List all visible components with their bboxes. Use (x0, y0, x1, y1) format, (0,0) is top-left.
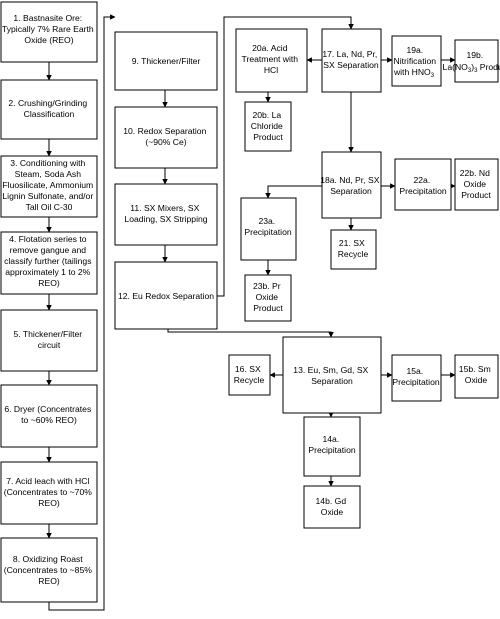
node-22b-box (454, 158, 499, 211)
node-20a-label: 20a. Acid Treatment with HCl (242, 43, 301, 75)
node-21-box (330, 229, 377, 270)
node-22a-box (394, 158, 452, 211)
node-15a-label: 15a. Precipitation (392, 366, 440, 387)
node-9-box (114, 31, 218, 91)
node-19a-box (391, 35, 442, 87)
node-15a-box (391, 354, 442, 402)
node-1-box (0, 1, 98, 63)
node-5-label: 5. Thickener/Filter circuit (13, 329, 84, 350)
node-7-box (0, 461, 98, 525)
node-3-box (0, 155, 98, 218)
node-13-label: 13. Eu, Sm, Gd, SX Separation (293, 365, 370, 386)
node-21-label: 21. SX Recycle (338, 238, 369, 259)
arrow-12-to-17 (217, 16, 354, 297)
node-1-label: 1. Bastnasite Ore: Typically 7% Rare Ear… (2, 13, 96, 45)
node-14b-label: 14b. Gd Oxide (316, 496, 349, 517)
node-22b-label: 22b. Nd Oxide Product (460, 168, 493, 200)
node-16-label: 16. SX Recycle (234, 364, 265, 385)
node-12-box (114, 261, 218, 330)
node-14b-box (303, 485, 361, 529)
node-6-box (0, 384, 98, 448)
node-2-label: 2. Crushing/Grinding Classification (8, 98, 89, 119)
node-3-label: 3. Conditioning with Steam, Soda Ash Flu… (2, 158, 95, 212)
node-23b-label: 23b. Pr Oxide Product (253, 281, 283, 313)
node-2-box (0, 79, 98, 140)
arrow-18a-to-23a (265, 185, 322, 199)
node-8-label: 8. Oxidizing Roast (Concentrates to ~85%… (4, 554, 95, 586)
process-boxes (0, 1, 499, 603)
node-8-box (0, 537, 98, 603)
node-20b-label: 20b. La Chloride Product (251, 110, 285, 142)
node-13-box (282, 336, 382, 414)
node-17-box (321, 28, 382, 93)
node-18a-label: 18a. Nd, Pr, SX Separation (320, 175, 382, 196)
node-4-label: 4. Flotation series to remove gangue and… (4, 234, 94, 288)
node-22a-label: 22a. Precipitation (399, 175, 447, 196)
node-23a-label: 23a. Precipitation (244, 216, 292, 237)
connectors (46, 14, 456, 611)
node-10-box (114, 106, 218, 169)
node-5-box (0, 309, 98, 372)
node-12-label: 12. Eu Redox Separation (118, 291, 214, 301)
node-6-label: 6. Dryer (Concentrates to ~60% REO) (4, 404, 93, 425)
node-4-box (0, 231, 98, 295)
node-15b-label: 15b. Sm Oxide (459, 364, 493, 385)
node-19b-box (454, 39, 499, 83)
node-19b-label: 19b. La(NO3)3 Product (443, 50, 500, 74)
node-7-label: 7. Acid leach with HCl (Concentrates to … (4, 476, 95, 508)
node-9-label: 9. Thickener/Filter (132, 56, 201, 66)
node-16-box (228, 354, 271, 396)
node-14a-box (303, 416, 361, 477)
node-10-label: 10. Redox Separation (~90% Ce) (123, 126, 209, 147)
node-11-box (114, 183, 218, 246)
node-23b-box (244, 274, 292, 322)
node-19a-label: 19a. Nitrification with HNO3 (393, 45, 439, 79)
node-20b-box (244, 101, 292, 152)
node-15b-box (454, 354, 499, 399)
node-17-label: 17. La, Nd, Pr, SX Separation (322, 49, 379, 70)
arrow-12-to-13 (167, 329, 334, 338)
process-labels: 1. Bastnasite Ore: Typically 7% Rare Ear… (2, 13, 500, 586)
node-14a-label: 14a. Precipitation (308, 434, 356, 455)
arrow-8-to-9 (48, 14, 116, 611)
node-23a-box (240, 197, 297, 261)
node-18a-box (321, 151, 382, 219)
node-20a-box (235, 28, 308, 93)
node-11-label: 11. SX Mixers, SX Loading, SX Stripping (124, 203, 207, 224)
